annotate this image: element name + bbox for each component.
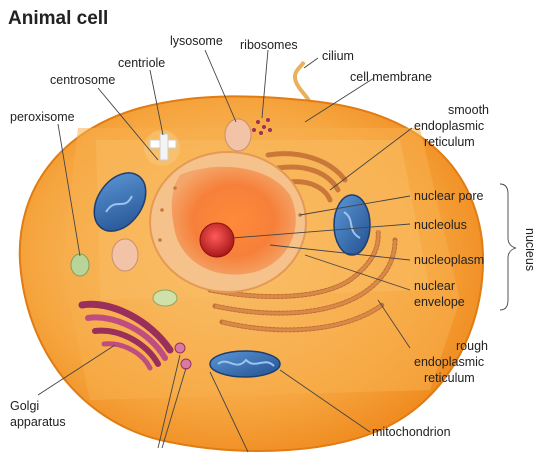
mitochondrion-left — [93, 172, 147, 232]
label-rough-er-3: reticulum — [424, 371, 475, 385]
peroxisome-lower — [152, 289, 178, 307]
mitochondria — [93, 172, 371, 378]
ribosomes — [252, 118, 272, 135]
golgi-vesicle — [180, 358, 192, 370]
lysosome — [224, 118, 252, 152]
diagram-title: Animal cell — [8, 8, 108, 29]
label-smooth-er-3: reticulum — [424, 135, 475, 149]
label-nuclear-envelope-1: nuclear — [414, 279, 455, 293]
lysosome-lower — [111, 238, 139, 272]
label-rough-er-1: rough — [456, 339, 488, 353]
nuclear-pore — [158, 238, 162, 242]
nucleus-brace — [499, 183, 517, 311]
golgi-apparatus — [78, 300, 174, 371]
nucleolus — [199, 222, 235, 258]
label-ribosomes: ribosomes — [240, 38, 298, 52]
label-cell-membrane: cell membrane — [350, 70, 432, 84]
label-centrosome: centrosome — [50, 73, 115, 87]
cilium — [293, 60, 314, 109]
label-smooth-er-1: smooth — [448, 103, 489, 117]
label-nucleus: nucleus — [523, 228, 534, 271]
label-lysosome: lysosome — [170, 34, 223, 48]
label-nuclear-envelope-2: envelope — [414, 295, 465, 309]
label-nuclear-pore: nuclear pore — [414, 189, 484, 203]
label-mitochondrion: mitochondrion — [372, 425, 451, 439]
label-peroxisome: peroxisome — [10, 110, 75, 124]
golgi-vesicle — [174, 342, 186, 354]
centrosome — [144, 130, 180, 166]
mitochondrion-bottom — [209, 350, 281, 378]
label-centriole: centriole — [118, 56, 165, 70]
peroxisome — [70, 253, 90, 277]
nucleus — [149, 151, 307, 293]
nuclear-pore — [173, 186, 177, 190]
centriole — [159, 133, 169, 161]
label-golgi-1: Golgi — [10, 399, 39, 413]
smooth-endoplasmic-reticulum — [265, 151, 348, 203]
label-nucleoplasm: nucleoplasm — [414, 253, 484, 267]
label-smooth-er-2: endoplasmic — [414, 119, 484, 133]
label-nucleolus: nucleolus — [414, 218, 467, 232]
label-golgi-2: apparatus — [10, 415, 66, 429]
label-rough-er-2: endoplasmic — [414, 355, 484, 369]
nuclear-pore — [160, 208, 164, 212]
leader-lines — [37, 49, 413, 453]
label-cilium: cilium — [322, 49, 354, 63]
